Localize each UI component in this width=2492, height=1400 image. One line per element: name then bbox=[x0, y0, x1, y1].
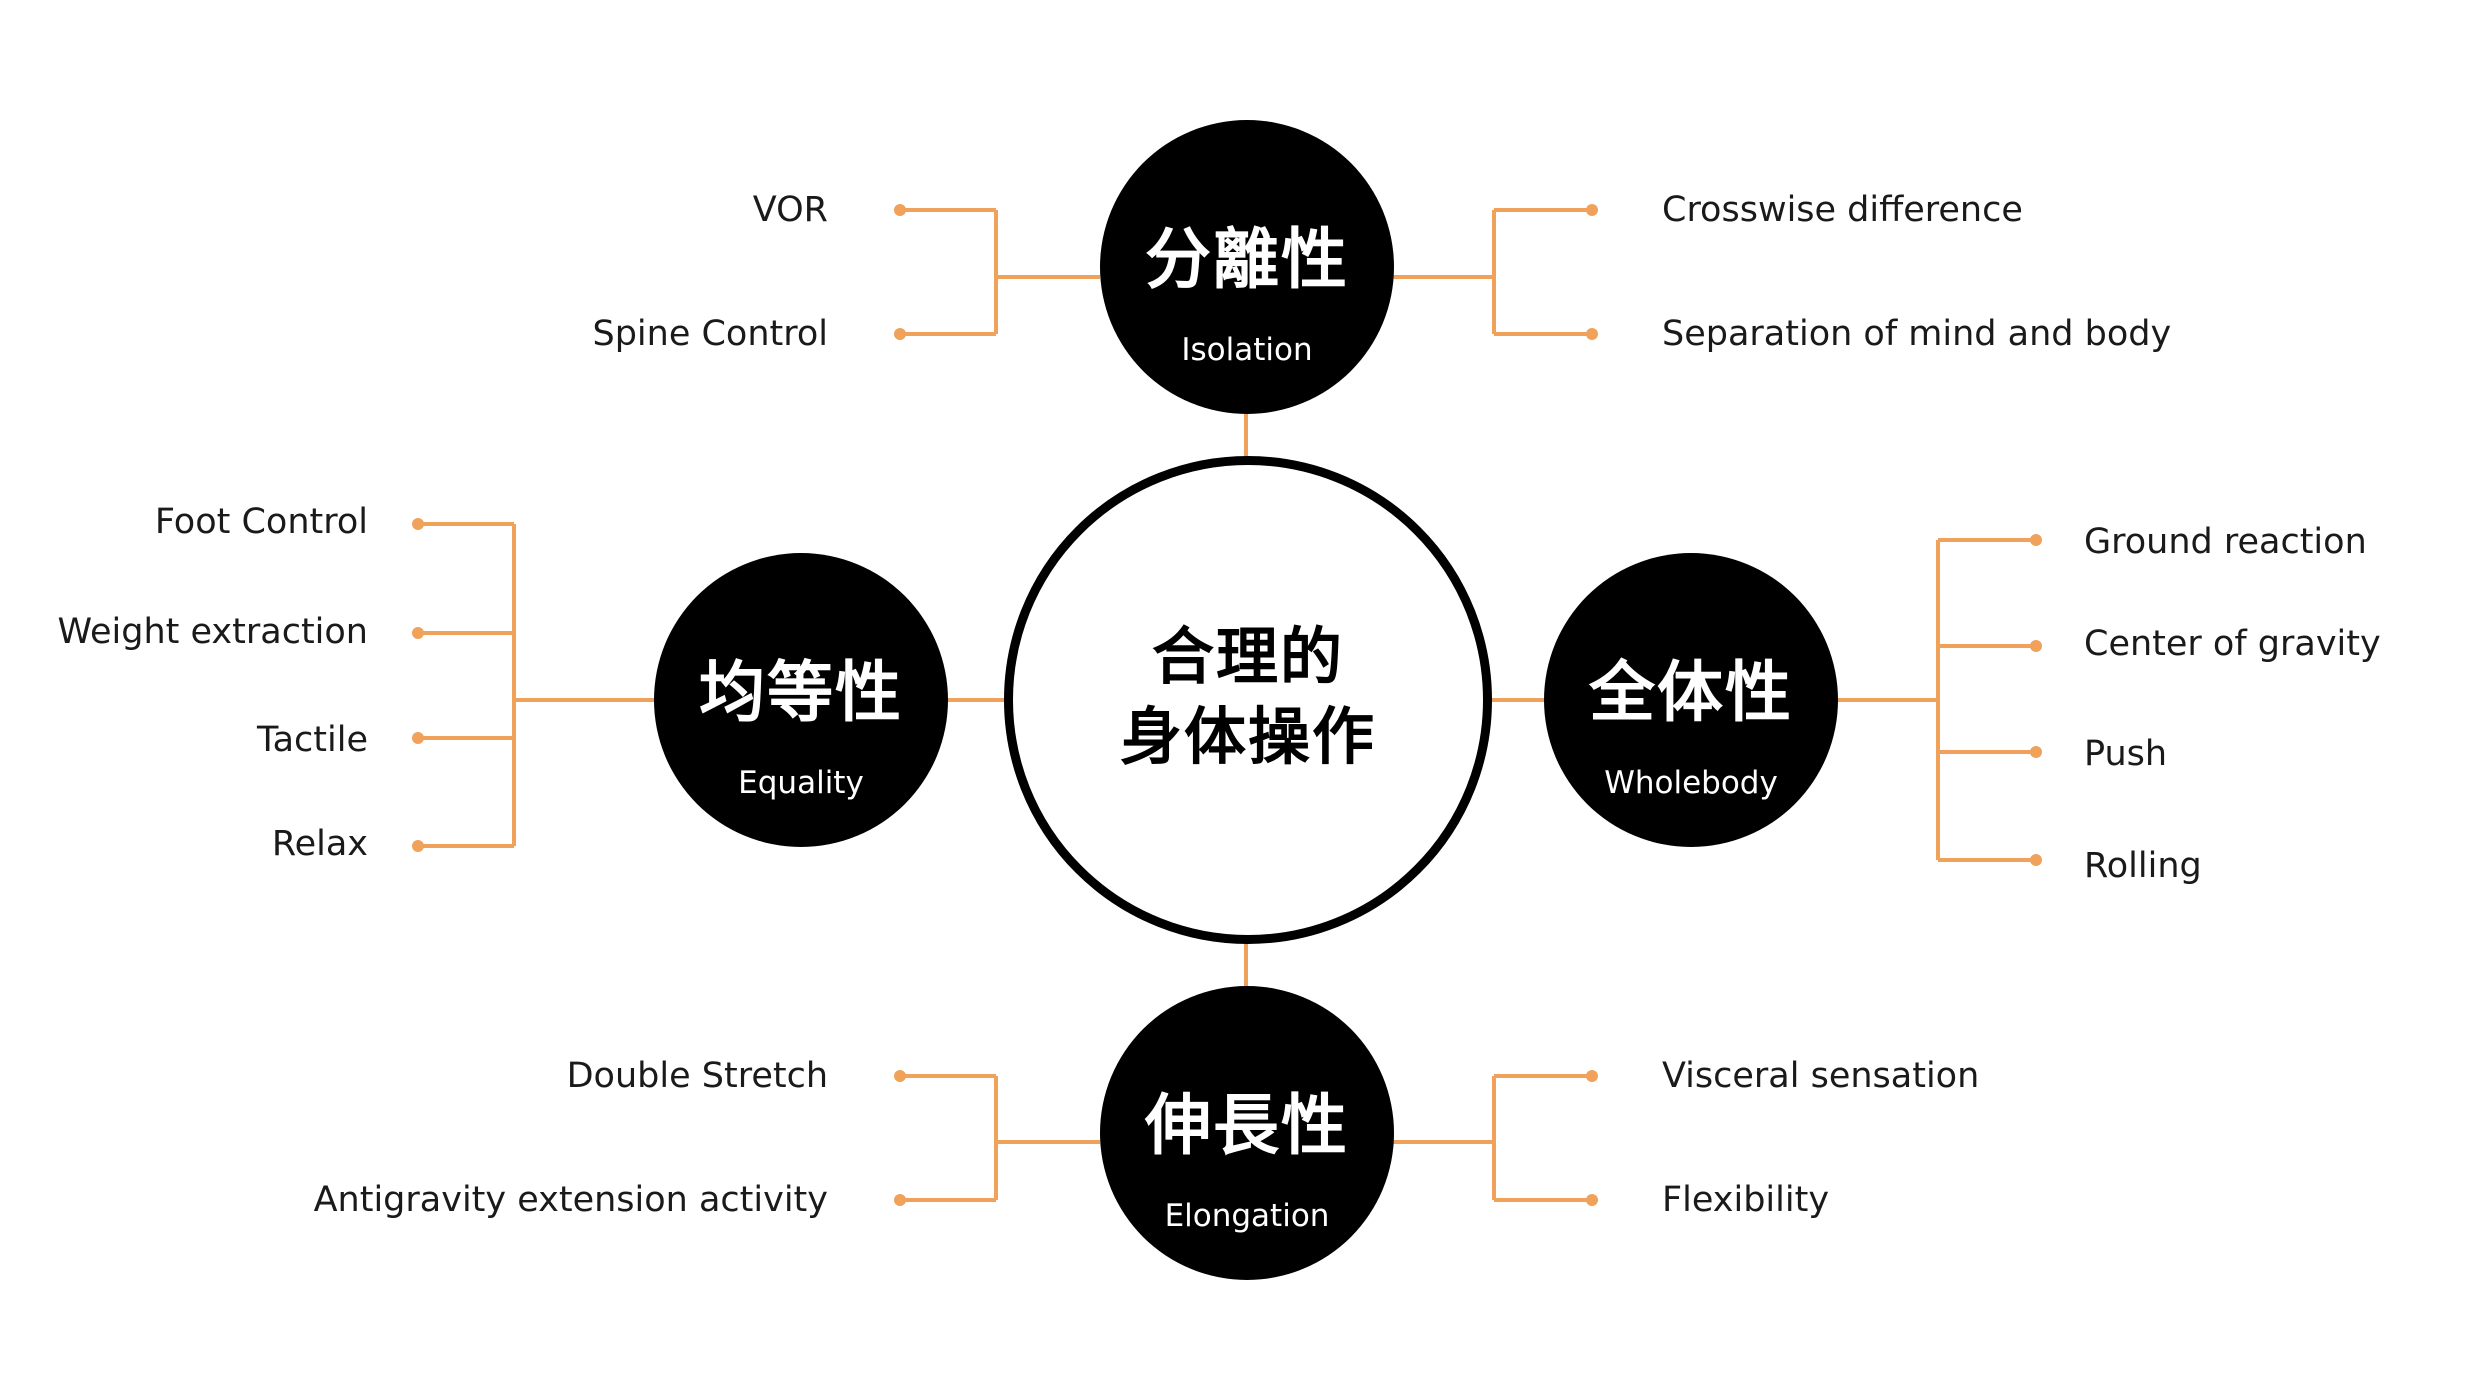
leaf-separation-of-mind-and-body: Separation of mind and body bbox=[1662, 314, 2172, 354]
endpoint-dot bbox=[1586, 204, 1598, 216]
leaf-flexibility: Flexibility bbox=[1662, 1180, 1830, 1220]
leaf-ground-reaction: Ground reaction bbox=[2084, 522, 2367, 562]
leaf-foot-control: Foot Control bbox=[154, 502, 368, 542]
leaf-rolling: Rolling bbox=[2084, 846, 2202, 886]
endpoint-dot bbox=[412, 518, 424, 530]
endpoint-dot bbox=[894, 328, 906, 340]
endpoint-dot bbox=[894, 1070, 906, 1082]
node-equality-kanji: 均等性 bbox=[699, 654, 903, 731]
leaf-push: Push bbox=[2084, 734, 2168, 774]
endpoint-dot bbox=[2030, 854, 2042, 866]
leaf-double-stretch: Double Stretch bbox=[566, 1056, 828, 1096]
endpoint-dot bbox=[2030, 746, 2042, 758]
endpoint-dot bbox=[1586, 1194, 1598, 1206]
endpoint-dot bbox=[2030, 640, 2042, 652]
node-equality-label: Equality bbox=[738, 765, 864, 801]
connector-group bbox=[418, 208, 2036, 1202]
leaf-antigravity-extension-activity: Antigravity extension activity bbox=[313, 1180, 828, 1220]
center-title-line-2: 身体操作 bbox=[1119, 700, 1376, 773]
leaf-weight-extraction: Weight extraction bbox=[57, 612, 368, 652]
leaf-relax: Relax bbox=[271, 824, 368, 864]
node-wholebody-kanji: 全体性 bbox=[1589, 654, 1793, 731]
endpoint-dot bbox=[412, 627, 424, 639]
endpoint-dot bbox=[894, 204, 906, 216]
center-title-line-1: 合理的 bbox=[1151, 620, 1344, 693]
center-node: 合理的 身体操作 bbox=[1004, 456, 1492, 944]
leaf-center-of-gravity: Center of gravity bbox=[2084, 624, 2381, 664]
endpoint-dot bbox=[412, 840, 424, 852]
leaf-visceral-sensation: Visceral sensation bbox=[1662, 1056, 1980, 1096]
node-wholebody-label: Wholebody bbox=[1604, 765, 1778, 801]
node-isolation-label: Isolation bbox=[1181, 332, 1313, 368]
node-elongation: 伸長性 Elongation bbox=[1100, 986, 1394, 1280]
leaf-spine-control: Spine Control bbox=[592, 314, 828, 354]
connector-endpoints bbox=[412, 204, 2042, 1206]
endpoint-dot bbox=[1586, 328, 1598, 340]
endpoint-dot bbox=[2030, 534, 2042, 546]
endpoint-dot bbox=[412, 732, 424, 744]
endpoint-dot bbox=[894, 1194, 906, 1206]
node-isolation: 分離性 Isolation bbox=[1100, 120, 1394, 414]
node-equality: 均等性 Equality bbox=[654, 553, 948, 847]
node-isolation-kanji: 分離性 bbox=[1145, 221, 1349, 298]
node-wholebody: 全体性 Wholebody bbox=[1544, 553, 1838, 847]
endpoint-dot bbox=[1586, 1070, 1598, 1082]
leaf-tactile: Tactile bbox=[257, 720, 368, 760]
node-elongation-label: Elongation bbox=[1164, 1198, 1330, 1234]
leaf-vor: VOR bbox=[752, 190, 828, 230]
node-elongation-kanji: 伸長性 bbox=[1145, 1087, 1349, 1164]
leaf-crosswise-difference: Crosswise difference bbox=[1662, 190, 2023, 230]
